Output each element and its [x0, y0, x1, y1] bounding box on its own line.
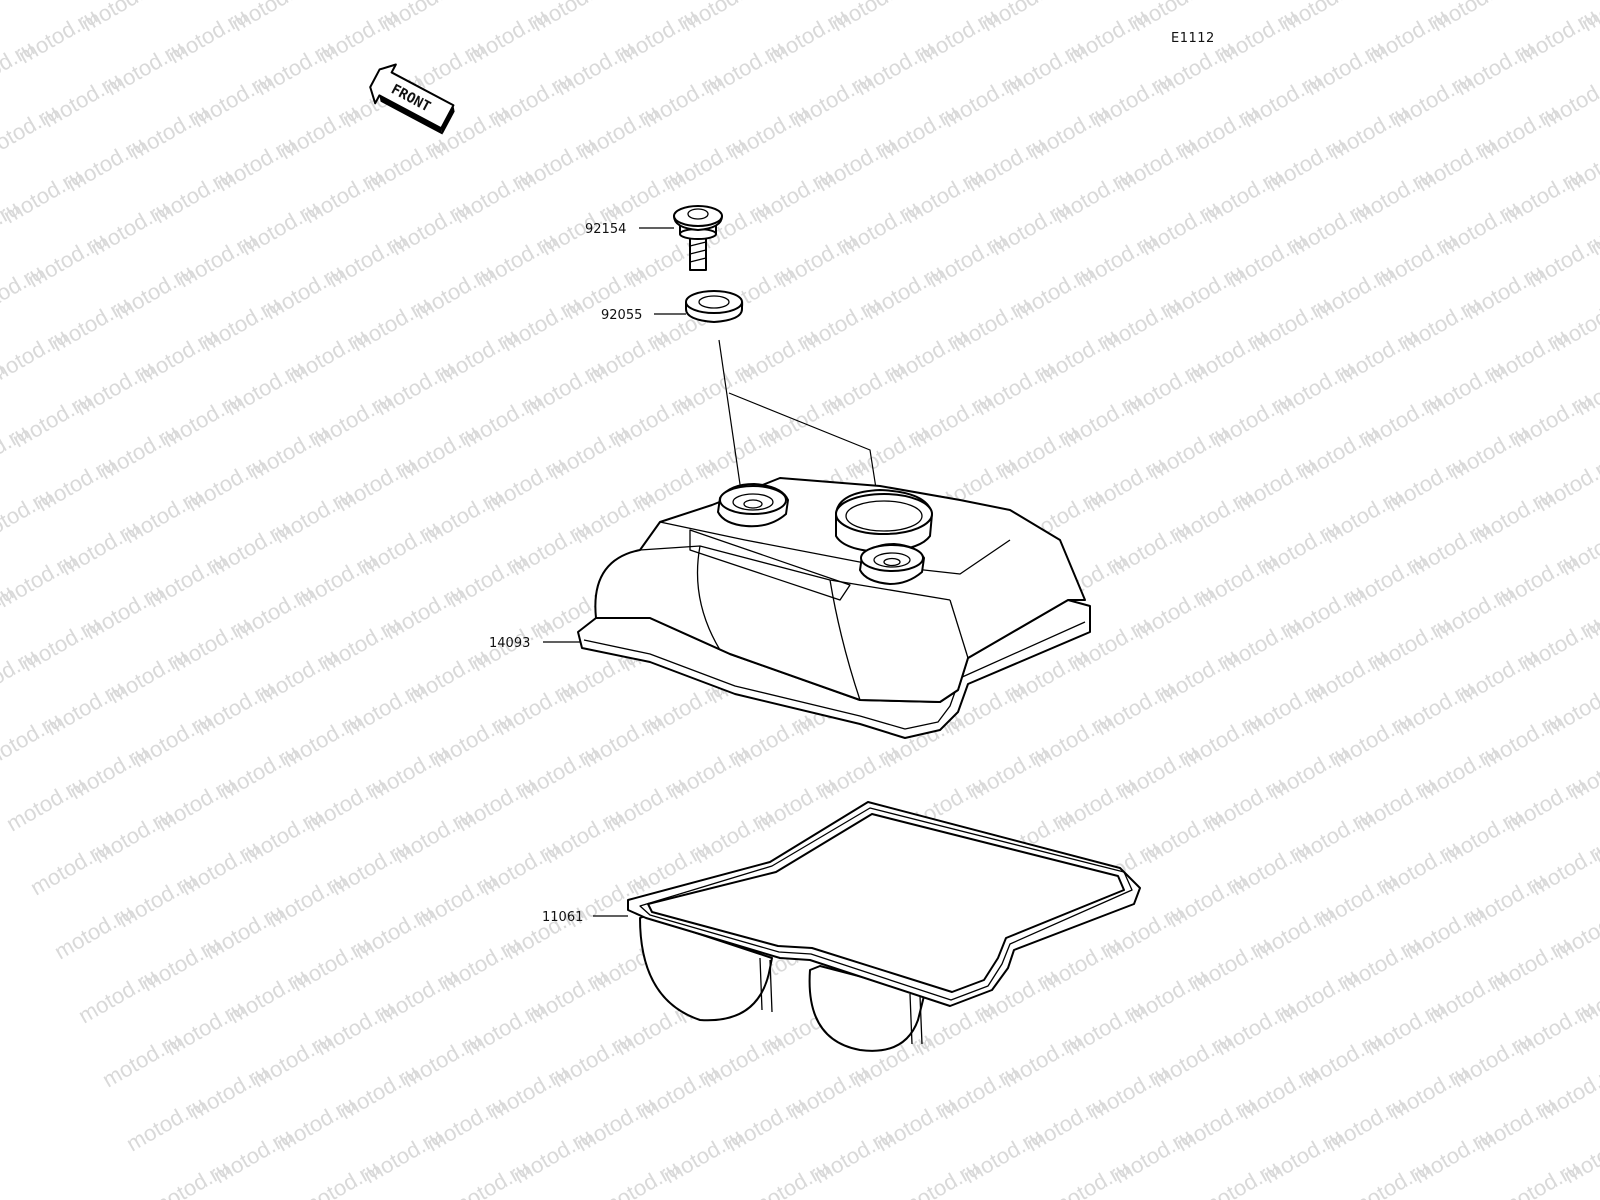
- watermark-text: motod.ru: [0, 259, 48, 324]
- watermark-text: motod.ru: [890, 0, 978, 4]
- watermark-text: motod.ru: [0, 707, 66, 772]
- watermark-text: motod.ru: [290, 0, 378, 4]
- part-number-14093: 14093: [489, 636, 530, 651]
- watermark-text: motod.ru: [1340, 0, 1428, 4]
- watermark-text: motod.ru: [1040, 0, 1128, 4]
- watermark-text: motod.ru: [1346, 1155, 1434, 1200]
- part-number-92055: 92055: [601, 308, 642, 323]
- watermark-text: motod.ru: [296, 1155, 384, 1200]
- watermark-text: motod.ru: [1046, 1155, 1134, 1200]
- gasket-icon: [627, 801, 1141, 1052]
- watermark-text: motod.ru: [0, 0, 78, 4]
- watermark-text: motod.ru: [746, 1155, 834, 1200]
- cylinder-head-cover-icon: [577, 477, 1091, 739]
- watermark-text: motod.ru: [896, 1155, 984, 1200]
- watermark-text: motod.ru: [0, 99, 63, 164]
- watermark-text: motod.ru: [446, 1155, 534, 1200]
- watermark-text: motod.ru: [1490, 0, 1578, 4]
- watermark-text: motod.ru: [1496, 1155, 1584, 1200]
- watermark-text: motod.ru: [1196, 1155, 1284, 1200]
- watermark-text: motod.ru: [590, 0, 678, 4]
- watermark-text: motod.ru: [140, 0, 228, 4]
- bolt-icon: [673, 205, 723, 271]
- watermark-text: motod.ru: [0, 0, 15, 36]
- diagram-code: E1112: [1171, 31, 1215, 46]
- watermark-text: motod.ru: [146, 1155, 234, 1200]
- part-number-92154: 92154: [585, 222, 626, 237]
- watermark-text: motod.ru: [440, 0, 528, 4]
- part-number-11061: 11061: [542, 910, 583, 925]
- watermark-text: motod.ru: [740, 0, 828, 4]
- watermark-text: motod.ru: [1190, 0, 1278, 4]
- watermark-text: motod.ru: [0, 483, 57, 548]
- washer-icon: [685, 290, 743, 323]
- watermark-text: motod.ru: [596, 1155, 684, 1200]
- watermark-text: motod.ru: [0, 323, 72, 388]
